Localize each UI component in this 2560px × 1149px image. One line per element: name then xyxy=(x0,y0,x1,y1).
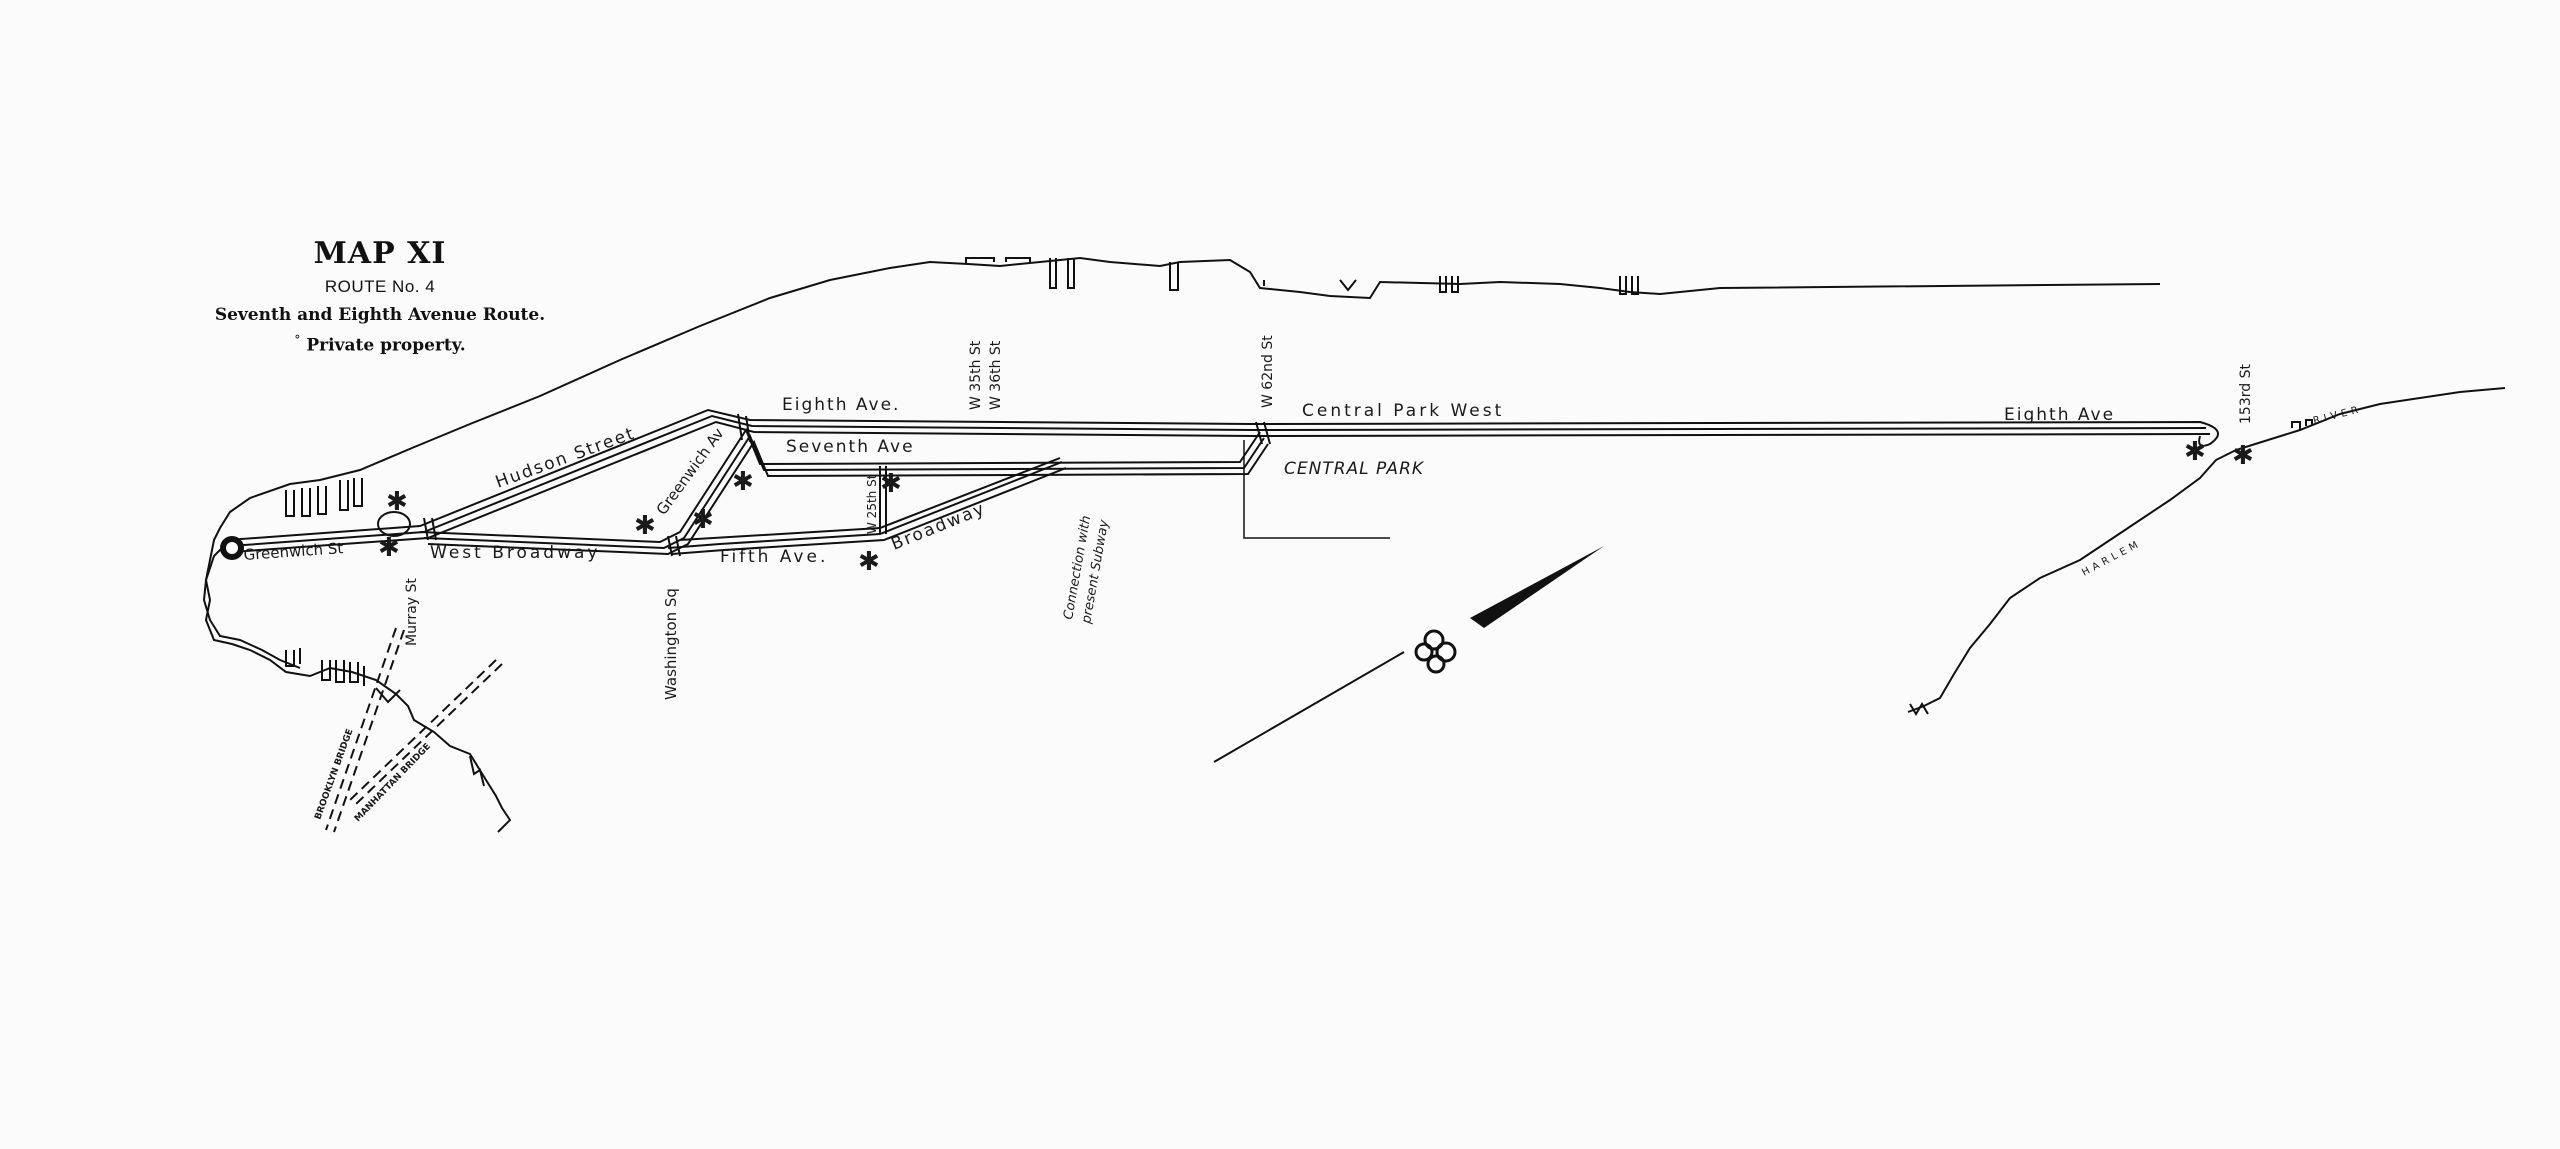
upper-piers xyxy=(965,257,1639,295)
legend-note: ° Private property. xyxy=(150,333,610,356)
private-property-marker: ° xyxy=(294,333,301,347)
svg-text:✱: ✱ xyxy=(880,469,902,499)
label-w25: W 25th St xyxy=(865,474,879,534)
svg-text:✱: ✱ xyxy=(378,533,400,563)
svg-text:✱: ✱ xyxy=(2184,437,2206,467)
manhattan-bridge xyxy=(349,659,503,805)
lower-piers xyxy=(285,478,363,517)
murray-loop xyxy=(377,511,411,537)
label-greenwich-st: Greenwich St xyxy=(243,539,344,564)
label-w36: W 36th St xyxy=(988,340,1004,410)
label-broadway: Broadway xyxy=(888,499,988,555)
label-murray-st: Murray St xyxy=(404,578,420,646)
east-shoreline xyxy=(204,539,512,833)
label-seventh-ave: Seventh Ave xyxy=(786,437,915,457)
svg-text:✱: ✱ xyxy=(858,547,880,577)
route-subtitle: Seventh and Eighth Avenue Route. xyxy=(214,305,546,325)
label-eighth-ave-upper: Eighth Ave xyxy=(2004,405,2115,425)
label-central-park: CENTRAL PARK xyxy=(1284,459,1425,479)
label-washington-sq: Washington Sq xyxy=(662,588,680,700)
label-greenwich-av: Greenwich Av xyxy=(653,425,728,519)
map-legend: MAP XI ROUTE No. 4 Seventh and Eighth Av… xyxy=(150,236,610,356)
label-manhattan-bridge: MANHATTAN BRIDGE xyxy=(353,742,433,824)
label-w35: W 35th St xyxy=(968,340,984,410)
junction-marks xyxy=(423,413,1271,557)
label-central-park-west: Central Park West xyxy=(1302,401,1504,421)
label-fifth-ave: Fifth Ave. xyxy=(720,547,828,567)
route-number: ROUTE No. 4 xyxy=(324,277,436,296)
svg-text:✱: ✱ xyxy=(2232,441,2254,471)
private-property-stars: ✱ ✱ ✱ ✱ ✱ ✱ ✱ ✱ ✱ xyxy=(378,437,2254,577)
brooklyn-bridge xyxy=(325,627,405,833)
central-park-boundary xyxy=(1243,440,1390,539)
broadway-line xyxy=(667,457,1067,555)
harlem-river-jogs xyxy=(1909,419,2313,716)
label-west-broadway: West Broadway xyxy=(430,543,600,563)
svg-text:✱: ✱ xyxy=(732,467,754,497)
legend-note-text: Private property. xyxy=(306,335,466,356)
svg-text:✱: ✱ xyxy=(634,511,656,541)
svg-text:✱: ✱ xyxy=(692,505,714,535)
eighth-ave-line xyxy=(227,408,2219,553)
west-shoreline xyxy=(202,256,2161,669)
label-eighth-ave-lower: Eighth Ave. xyxy=(782,395,900,415)
harlem-river-shoreline xyxy=(1907,387,2506,713)
label-w62: W 62nd St xyxy=(1260,335,1276,408)
battery-loop xyxy=(226,542,238,554)
compass-rose xyxy=(1213,546,1604,763)
east-piers xyxy=(285,648,485,787)
label-harlem: HARLEM xyxy=(2080,538,2143,579)
label-153rd-st: 153rd St xyxy=(2238,364,2254,424)
label-river: RIVER xyxy=(2312,404,2363,427)
label-brooklyn-bridge: BROOKLYN BRIDGE xyxy=(313,728,355,821)
svg-text:✱: ✱ xyxy=(386,487,408,517)
map-title: MAP XI xyxy=(313,236,447,271)
